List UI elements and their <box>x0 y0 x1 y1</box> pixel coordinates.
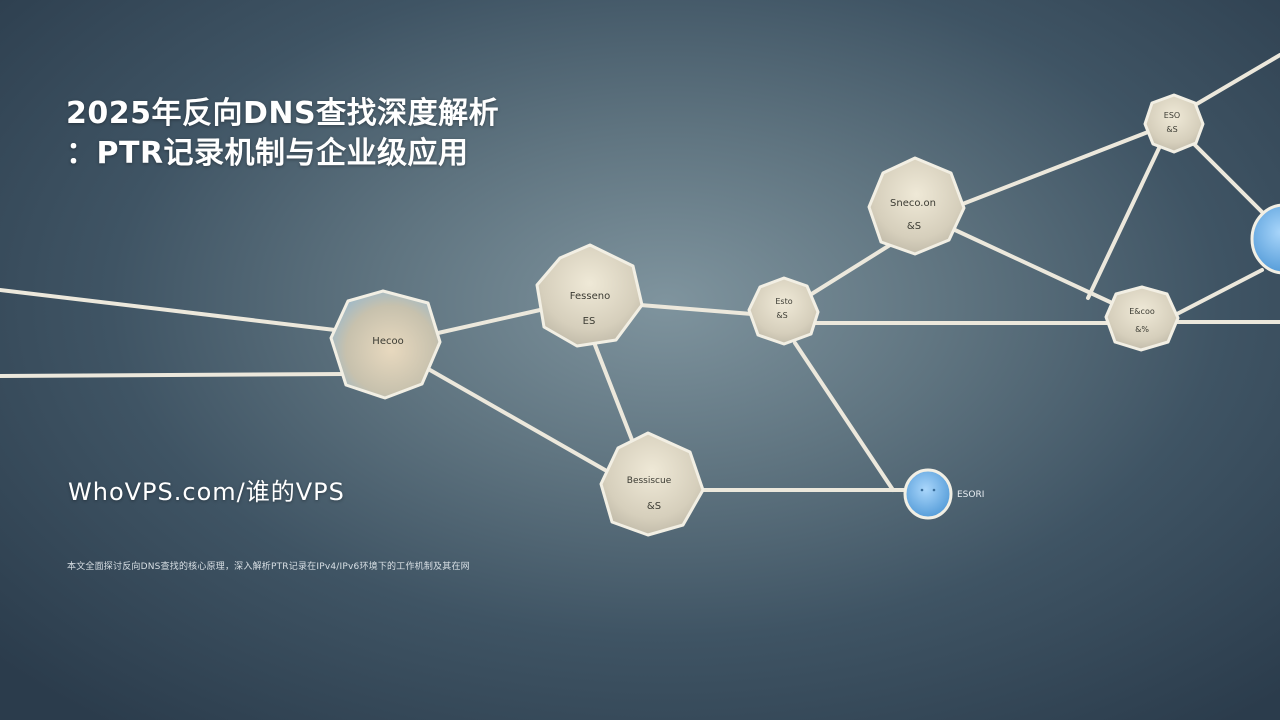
node-label: Sneco.on <box>890 198 936 209</box>
network-node-blue <box>1250 203 1280 275</box>
node-label: Esto <box>775 297 792 306</box>
link <box>593 343 634 442</box>
node-label: Bessiscue <box>627 476 672 486</box>
node-sublabel: &% <box>1135 325 1149 334</box>
network-node: Esto &S <box>747 276 820 346</box>
node-sublabel: &S <box>907 221 921 232</box>
link <box>1086 144 1162 300</box>
link <box>808 243 892 297</box>
blue-node-caption: ESORI <box>957 490 984 500</box>
title-line-1: 2025年反向DNS查找深度解析 <box>66 96 500 131</box>
network-node: Hecoo <box>329 289 442 400</box>
link <box>436 308 542 335</box>
network-node-blue: ESORI <box>903 468 984 520</box>
link <box>428 368 607 472</box>
network-node: E&coo &% <box>1104 285 1180 352</box>
link <box>1193 143 1267 217</box>
page-title: 2025年反向DNS查找深度解析 ：PTR记录机制与企业级应用 <box>66 94 586 174</box>
node-sublabel: &S <box>1166 125 1177 134</box>
link <box>0 372 347 378</box>
description-text: 本文全面探讨反向DNS查找的核心原理，深入解析PTR记录在IPv4/IPv6环境… <box>67 562 470 572</box>
network-node: Bessiscue &S <box>599 431 705 537</box>
node-sublabel: &S <box>647 501 661 512</box>
node-label: ESO <box>1164 111 1180 120</box>
link <box>1173 268 1264 317</box>
link <box>0 288 337 332</box>
network-node: Fesseno ES <box>535 243 644 348</box>
node-label: E&coo <box>1129 307 1155 316</box>
title-line-2: ：PTR记录机制与企业级应用 <box>66 136 469 171</box>
link <box>953 228 1112 304</box>
link <box>958 130 1150 207</box>
link <box>638 303 754 316</box>
network-node: ESO &S <box>1143 93 1205 154</box>
node-sublabel: ES <box>583 316 596 327</box>
node-sublabel: &S <box>776 311 787 320</box>
network-node: Sneco.on &S <box>867 156 966 256</box>
link <box>1193 53 1280 107</box>
node-label: Hecoo <box>372 336 403 347</box>
site-name: WhoVPS.com/谁的VPS <box>68 478 345 506</box>
link <box>793 341 895 492</box>
links <box>0 53 1280 492</box>
node-label: Fesseno <box>570 291 610 302</box>
